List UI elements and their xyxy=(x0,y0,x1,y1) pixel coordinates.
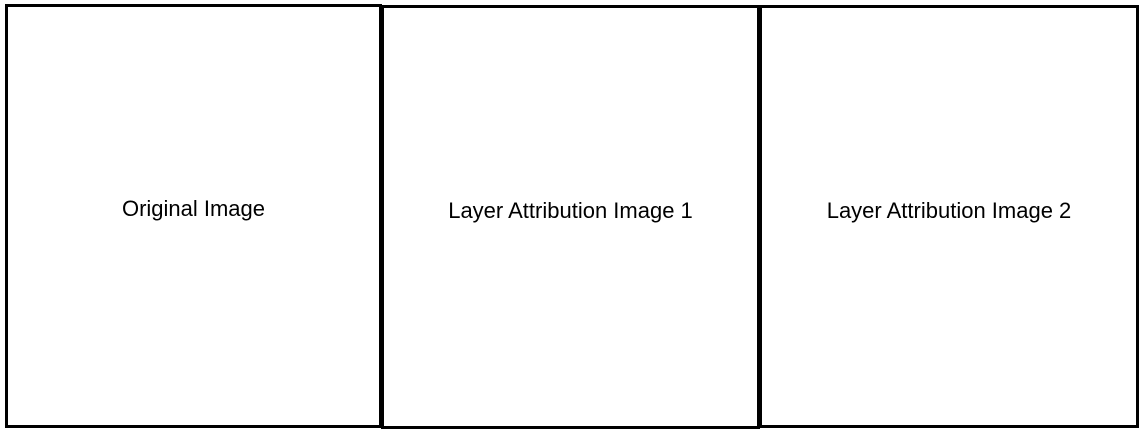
layer-attribution-image-2-panel: Layer Attribution Image 2 xyxy=(759,5,1139,428)
layer-attribution-image-2-label: Layer Attribution Image 2 xyxy=(826,197,1072,223)
original-image-label: Original Image xyxy=(121,196,266,221)
layer-attribution-image-1-panel: Layer Attribution Image 1 xyxy=(381,5,760,429)
original-image-panel: Original Image xyxy=(5,4,382,428)
layer-attribution-image-1-label: Layer Attribution Image 1 xyxy=(448,198,693,223)
